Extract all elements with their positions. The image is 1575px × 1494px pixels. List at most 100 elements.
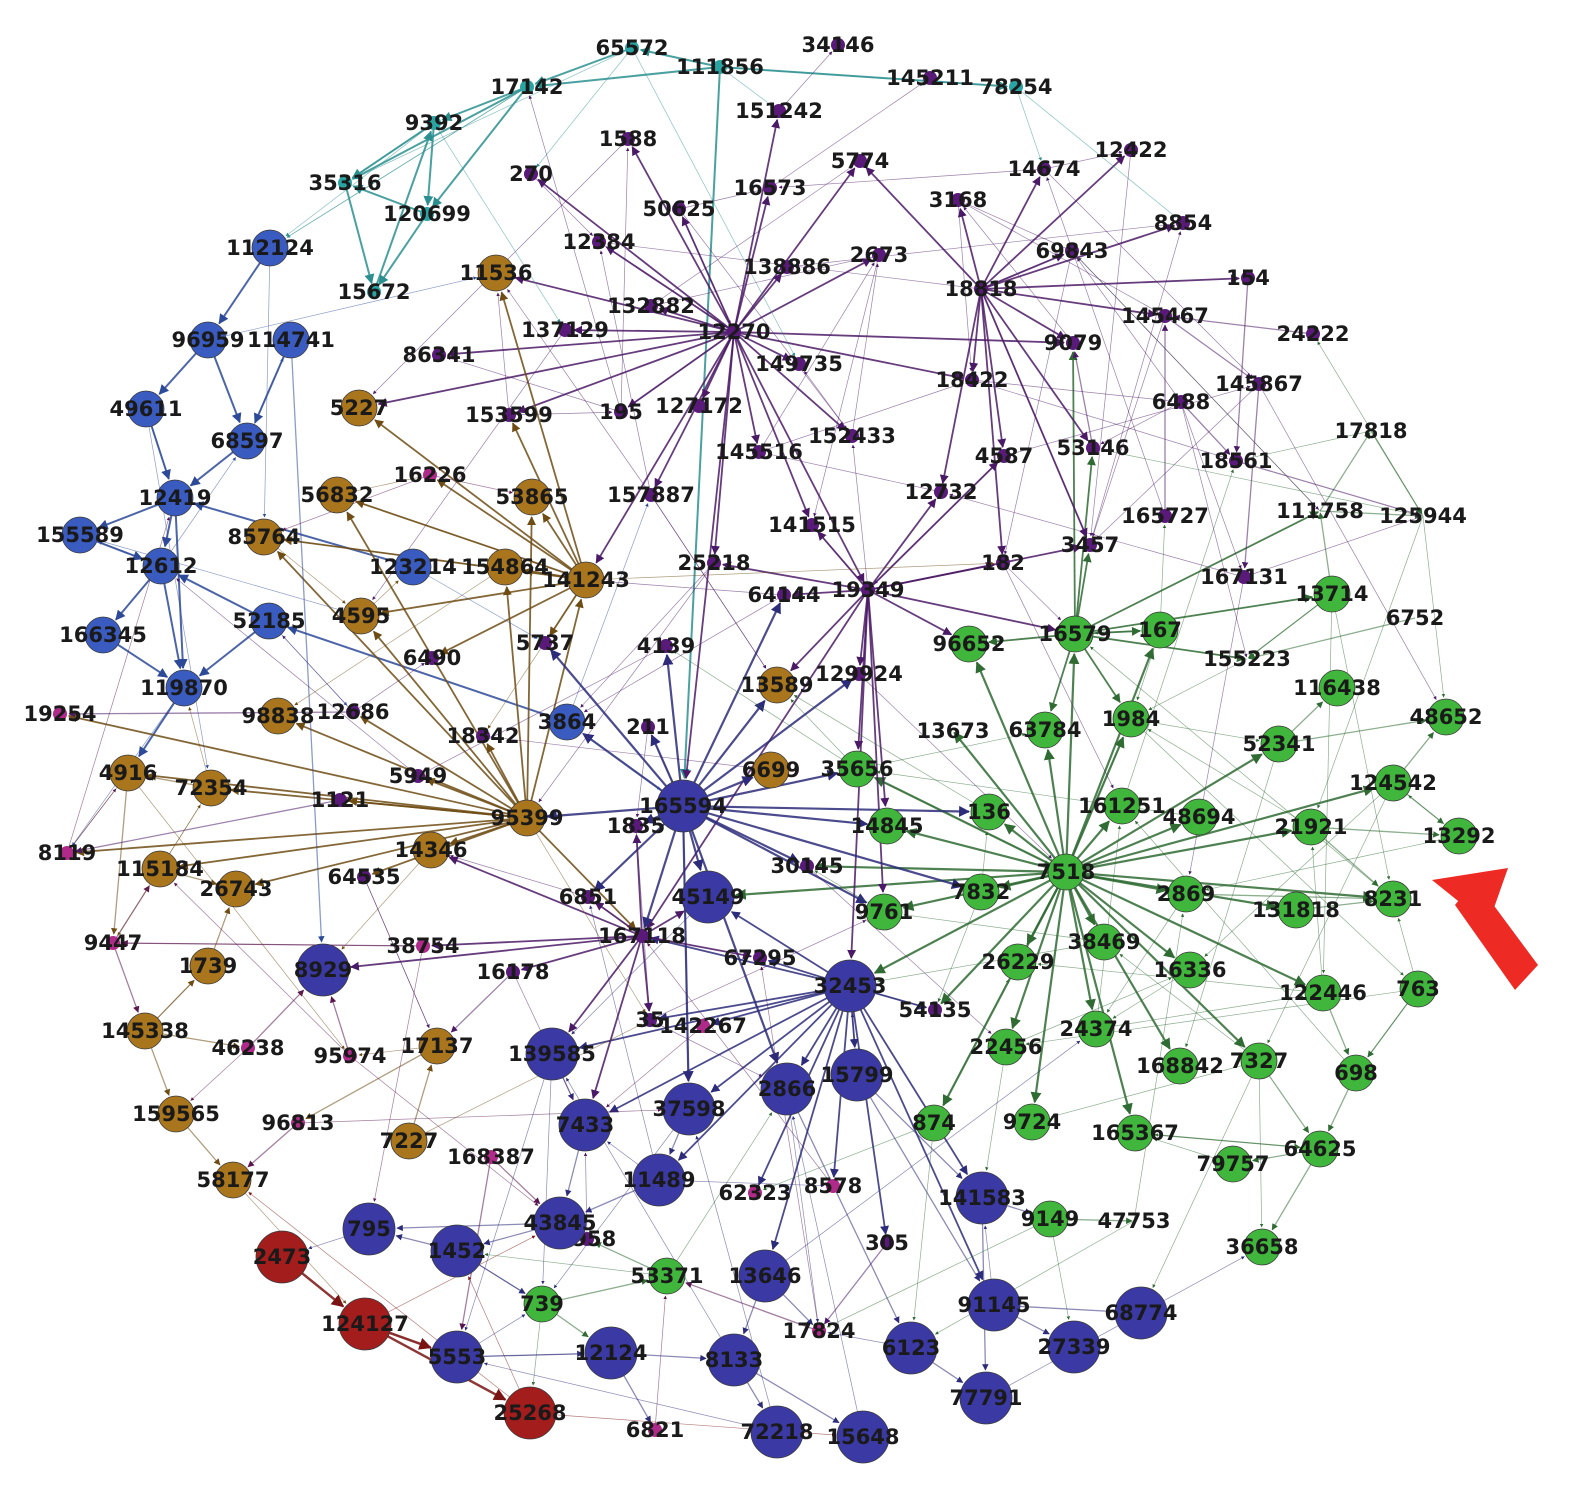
node-154: 154 xyxy=(1226,266,1270,290)
node-label: 141243 xyxy=(542,568,630,592)
edge xyxy=(352,184,428,215)
node-circle xyxy=(1337,1054,1375,1092)
node-circle xyxy=(533,1196,587,1250)
node-circle xyxy=(750,1405,804,1459)
node-159565: 159565 xyxy=(132,1095,220,1133)
node-circle xyxy=(217,870,255,908)
node-label: 14845 xyxy=(850,814,923,838)
node-141243: 141243 xyxy=(542,561,630,599)
node-circle xyxy=(548,703,586,741)
node-167: 167 xyxy=(1138,611,1182,649)
node-17137: 17137 xyxy=(400,1027,474,1065)
edge xyxy=(673,650,858,770)
node-label: 6490 xyxy=(403,646,461,670)
edge xyxy=(595,901,643,937)
edge xyxy=(526,817,646,1013)
edge xyxy=(1015,86,1042,161)
node-18818: 18818 xyxy=(944,277,1017,301)
edge xyxy=(483,1362,778,1433)
node-11536: 11536 xyxy=(459,254,533,292)
edge xyxy=(856,732,1026,770)
node-circle xyxy=(189,321,227,359)
edge xyxy=(733,195,771,333)
node-circle xyxy=(830,1048,884,1102)
node-49611: 49611 xyxy=(109,390,183,428)
node-5553: 5553 xyxy=(428,1330,486,1384)
node-72354: 72354 xyxy=(174,769,248,807)
edge xyxy=(980,288,1067,340)
node-circle xyxy=(831,38,845,52)
edge xyxy=(530,173,593,236)
node-157887: 157887 xyxy=(607,483,695,507)
edge xyxy=(1002,562,1114,789)
node-label: 8929 xyxy=(294,958,352,982)
edge xyxy=(1243,516,1422,578)
node-label: 6488 xyxy=(1152,390,1210,414)
edge xyxy=(79,534,343,612)
edge xyxy=(283,538,587,581)
edge xyxy=(682,602,782,807)
node-label: 763 xyxy=(1396,977,1440,1001)
node-circle xyxy=(192,769,230,807)
edge xyxy=(111,772,129,935)
edge xyxy=(635,726,649,818)
node-label: 8231 xyxy=(1364,887,1422,911)
edge xyxy=(482,735,752,770)
edge xyxy=(793,694,990,813)
node-label: 2866 xyxy=(758,1077,816,1101)
node-label: 4139 xyxy=(637,634,695,658)
edge xyxy=(639,46,721,68)
node-label: 168842 xyxy=(1136,1054,1224,1078)
edge xyxy=(933,979,1010,1124)
node-label: 32453 xyxy=(813,974,886,998)
node-circle xyxy=(1083,538,1097,552)
node-9447: 9447 xyxy=(84,931,142,955)
node-141583: 141583 xyxy=(938,1171,1026,1225)
node-25268: 25268 xyxy=(493,1386,567,1440)
node-2673: 2673 xyxy=(850,243,908,267)
node-35316: 35316 xyxy=(308,171,381,195)
node-circle xyxy=(1304,974,1342,1012)
node-145338: 145338 xyxy=(101,1012,189,1050)
node-label: 142267 xyxy=(659,1014,747,1038)
node-circle xyxy=(1318,669,1356,707)
node-7518: 7518 xyxy=(1037,853,1095,891)
edge xyxy=(1317,341,1424,517)
node-circle xyxy=(1427,698,1465,736)
node-circle xyxy=(1301,1130,1339,1168)
node-14845: 14845 xyxy=(850,807,924,845)
edge xyxy=(286,86,528,238)
node-7227: 7227 xyxy=(380,1122,438,1160)
node-label: 98838 xyxy=(241,704,314,728)
edge xyxy=(770,985,851,1250)
edge xyxy=(733,167,856,333)
node-circle xyxy=(477,254,515,292)
node-38754: 38754 xyxy=(386,934,459,958)
node-6821: 6821 xyxy=(626,1418,684,1442)
node-131818: 131818 xyxy=(1252,891,1340,929)
node-label: 96959 xyxy=(171,328,244,352)
node-label: 195 xyxy=(599,400,643,424)
node-circle xyxy=(333,793,347,807)
edge xyxy=(1089,149,1132,537)
node-circle xyxy=(763,181,777,195)
node-7433: 7433 xyxy=(556,1098,614,1152)
edge xyxy=(1147,728,1312,828)
node-circle xyxy=(524,167,538,181)
edge xyxy=(429,474,513,494)
edge xyxy=(439,579,587,655)
edge xyxy=(764,1040,1081,1277)
node-167131: 167131 xyxy=(1200,565,1288,589)
node-9079: 9079 xyxy=(1044,331,1102,355)
node-circle xyxy=(713,60,727,74)
node-69843: 69843 xyxy=(1035,239,1108,263)
node-circle xyxy=(53,707,67,721)
edge xyxy=(464,1053,553,1331)
node-circle xyxy=(625,41,639,55)
node-circle xyxy=(1066,336,1080,350)
node-14674: 14674 xyxy=(1007,157,1080,181)
edge xyxy=(178,817,528,870)
node-label: 53371 xyxy=(630,1264,703,1288)
edge xyxy=(538,562,715,803)
node-763: 763 xyxy=(1396,970,1440,1008)
